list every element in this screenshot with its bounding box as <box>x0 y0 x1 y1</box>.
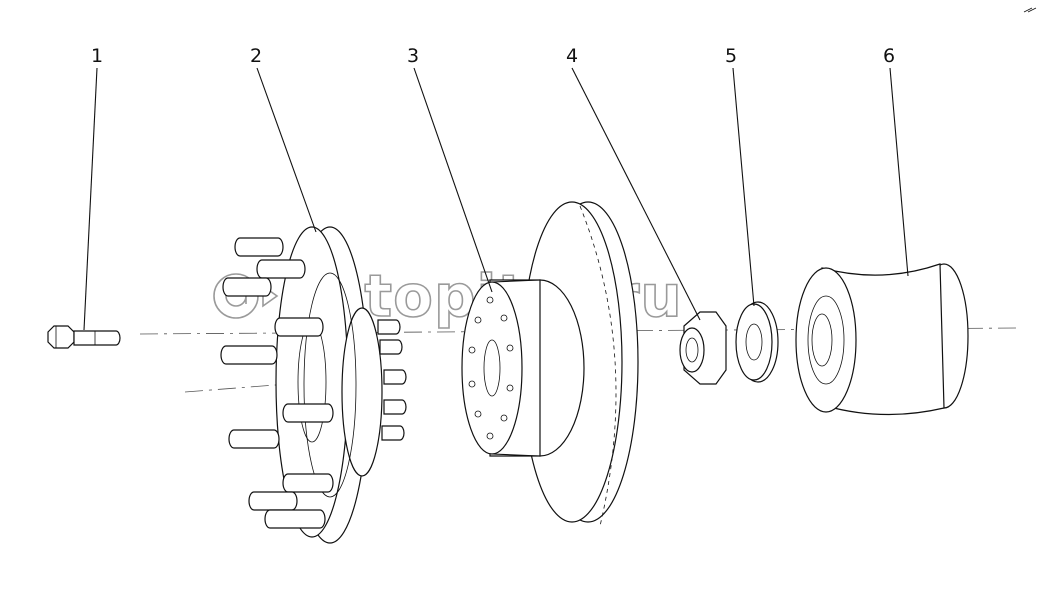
part-1-bolt <box>47 325 121 349</box>
callout-4: 4 <box>566 45 578 67</box>
hub-studs <box>220 237 407 529</box>
part-4-nut <box>679 311 727 385</box>
callout-1: 1 <box>91 45 103 67</box>
part-6-housing <box>795 263 969 416</box>
disc-bolt-holes <box>468 296 514 440</box>
part-5-washer <box>735 301 779 383</box>
callout-3: 3 <box>407 45 419 67</box>
part-2-hub <box>220 226 407 544</box>
callout-5: 5 <box>725 45 737 67</box>
part-3-brake-disc <box>461 201 639 527</box>
corner-mark <box>1023 7 1037 13</box>
callout-6: 6 <box>883 45 895 67</box>
callout-2: 2 <box>250 45 262 67</box>
leader-lines <box>83 67 909 331</box>
callout-labels: 1 2 3 4 5 6 <box>91 45 895 67</box>
